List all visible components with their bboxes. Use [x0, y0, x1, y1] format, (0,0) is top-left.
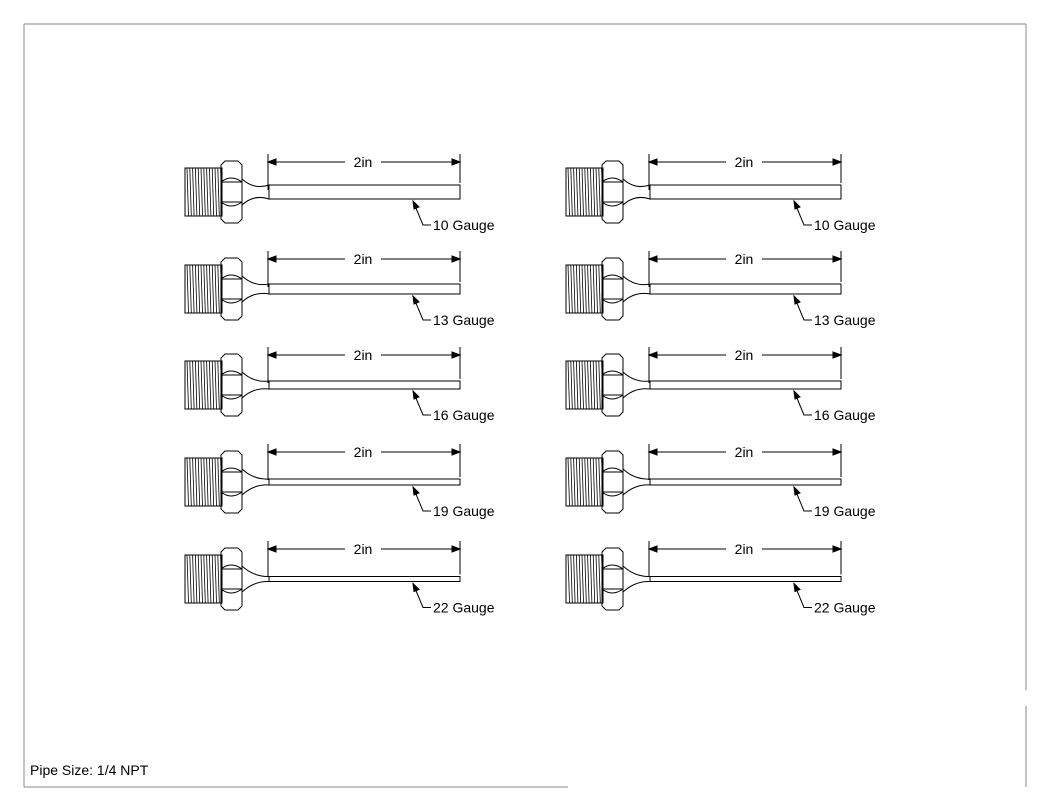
dimension-line: [647, 444, 843, 480]
needle-tube: [268, 283, 461, 295]
needle-fitting: 2in 16 Gauge: [184, 347, 495, 423]
length-label: 2in: [735, 347, 754, 363]
dimension-line: [266, 541, 462, 577]
gauge-label: 10 Gauge: [433, 217, 495, 233]
thread: [565, 167, 604, 217]
hub-taper: [241, 468, 270, 496]
gauge-label: 13 Gauge: [433, 312, 495, 328]
hex-nut: [601, 257, 624, 321]
needle-fitting: 2in 10 Gauge: [184, 154, 495, 233]
gauge-label: 16 Gauge: [433, 407, 495, 423]
gauge-leader: [412, 199, 431, 226]
hex-nut: [220, 547, 243, 611]
dimension-line: [266, 347, 462, 383]
dimension-line: [266, 444, 462, 480]
gauge-leader: [412, 582, 431, 608]
needle-tube: [268, 380, 461, 390]
dimension-line: [647, 347, 843, 383]
gauge-leader: [793, 294, 812, 321]
thread: [184, 264, 223, 314]
gauge-label: 16 Gauge: [814, 407, 876, 423]
hex-nut: [601, 160, 624, 224]
needle-tube: [268, 576, 461, 582]
needle-fitting: 2in 16 Gauge: [565, 347, 876, 423]
needle-fitting: 2in 22 Gauge: [184, 541, 495, 616]
hex-nut: [601, 450, 624, 514]
length-label: 2in: [354, 154, 373, 170]
thread: [565, 554, 604, 604]
length-label: 2in: [735, 251, 754, 267]
length-label: 2in: [735, 444, 754, 460]
gauge-leader: [793, 485, 812, 512]
hex-nut: [601, 353, 624, 417]
needle-fitting: 2in 19 Gauge: [184, 444, 495, 519]
hub-taper: [241, 178, 270, 206]
dimension-line: [647, 154, 843, 190]
gauge-label: 22 Gauge: [814, 600, 876, 616]
length-label: 2in: [354, 251, 373, 267]
hex-nut: [220, 160, 243, 224]
needle-tube: [649, 478, 842, 486]
needle-fitting: 2in 19 Gauge: [565, 444, 876, 519]
needle-fitting: 2in 10 Gauge: [565, 154, 876, 233]
hex-nut: [220, 450, 243, 514]
needle-fitting: 2in 13 Gauge: [184, 251, 495, 328]
needle-tube: [649, 283, 842, 295]
length-label: 2in: [354, 347, 373, 363]
gauge-leader: [793, 582, 812, 608]
needle-tube: [649, 380, 842, 390]
sheet-border: [23, 23, 1027, 788]
thread: [565, 264, 604, 314]
gauge-leader: [412, 294, 431, 321]
length-label: 2in: [735, 154, 754, 170]
gauge-label: 19 Gauge: [433, 503, 495, 519]
needle-fitting: 2in 22 Gauge: [565, 541, 876, 616]
thread: [565, 360, 604, 410]
gauge-leader: [793, 389, 812, 416]
hub-taper: [622, 371, 651, 399]
needle-tube: [649, 576, 842, 582]
gauge-label: 22 Gauge: [433, 600, 495, 616]
thread: [184, 457, 223, 507]
hub-taper: [622, 468, 651, 496]
needle-fitting: 2in 13 Gauge: [565, 251, 876, 328]
needle-tube: [649, 184, 842, 200]
hub-taper: [622, 565, 651, 593]
hex-nut: [220, 353, 243, 417]
gauge-label: 10 Gauge: [814, 217, 876, 233]
hub-taper: [622, 178, 651, 206]
hex-nut: [601, 547, 624, 611]
needle-tube: [268, 184, 461, 200]
needle-tube: [268, 478, 461, 486]
gauge-label: 13 Gauge: [814, 312, 876, 328]
dimension-line: [647, 251, 843, 287]
thread: [184, 554, 223, 604]
gauge-leader: [412, 485, 431, 512]
hex-nut: [220, 257, 243, 321]
hub-taper: [241, 275, 270, 303]
hub-taper: [241, 371, 270, 399]
length-label: 2in: [354, 444, 373, 460]
thread: [565, 457, 604, 507]
dimension-line: [266, 251, 462, 287]
thread: [184, 167, 223, 217]
dimension-line: [266, 154, 462, 190]
length-label: 2in: [354, 541, 373, 557]
length-label: 2in: [735, 541, 754, 557]
dimension-line: [647, 541, 843, 577]
hub-taper: [622, 275, 651, 303]
thread: [184, 360, 223, 410]
pipe-size-label: Pipe Size: 1/4 NPT: [30, 762, 149, 778]
gauge-leader: [412, 389, 431, 416]
gauge-label: 19 Gauge: [814, 503, 876, 519]
gauge-leader: [793, 199, 812, 226]
hub-taper: [241, 565, 270, 593]
